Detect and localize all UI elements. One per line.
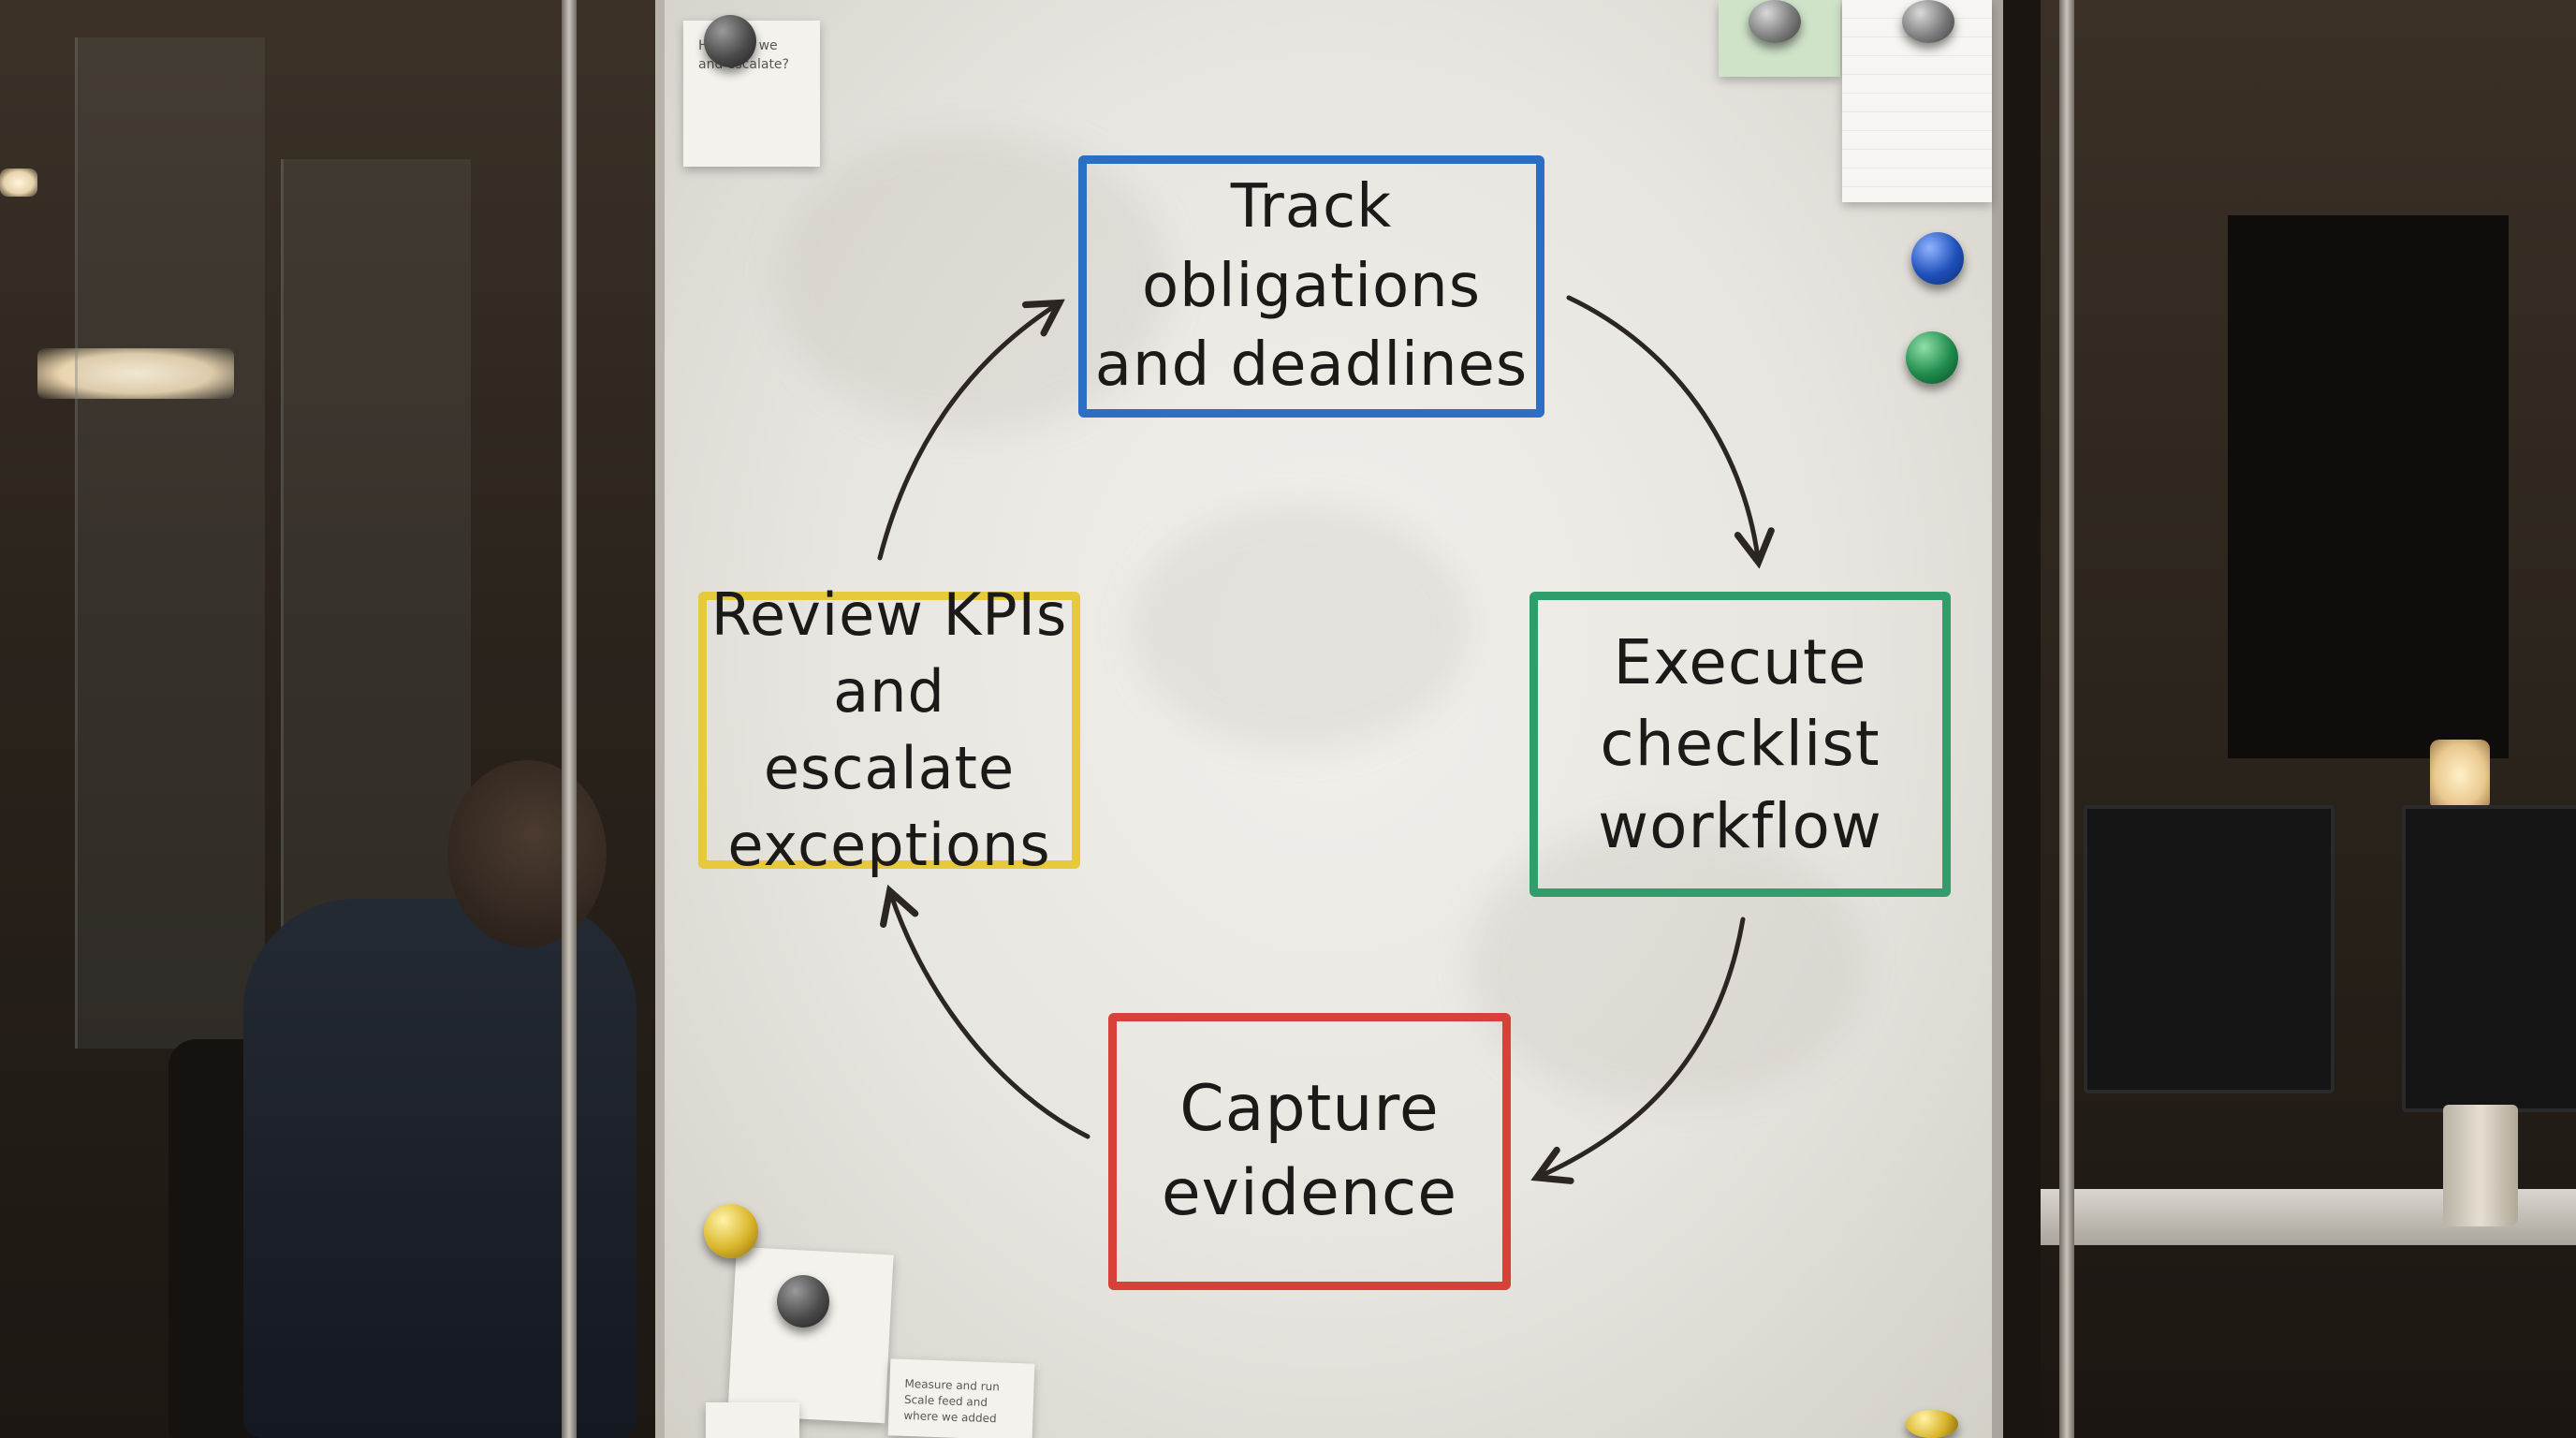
magnet-icon [777, 1275, 829, 1328]
whiteboard [655, 0, 2003, 1438]
node-label: Review KPIs and escalate exceptions [710, 580, 1068, 879]
dark-window [2228, 215, 2509, 758]
magnet-icon [1906, 331, 1958, 384]
sticky-note-bottom-left [727, 1246, 894, 1424]
node-label: Capture evidence [1161, 1072, 1458, 1230]
sticky-note-corner [706, 1402, 799, 1438]
magnet-icon [1902, 0, 1954, 43]
node-label: Track obligations and deadlines [1094, 172, 1529, 401]
node-review-kpis: Review KPIs and escalate exceptions [698, 580, 1080, 879]
sticky-note-bottom: Measure and run Scale feed and where we … [887, 1358, 1035, 1438]
ceiling-light [0, 169, 37, 197]
desk-lamp [2430, 740, 2490, 811]
glass-frame [2059, 0, 2074, 1438]
node-track-obligations: Track obligations and deadlines [1078, 155, 1544, 418]
node-label: Execute checklist workflow [1598, 626, 1882, 862]
sticky-note-text: Measure and run Scale feed and where we … [903, 1376, 1001, 1425]
magnet-icon [1911, 232, 1964, 285]
monitor [2402, 805, 2576, 1112]
person-head [447, 760, 607, 947]
magnet-icon [1749, 0, 1801, 43]
node-capture-evidence: Capture evidence [1108, 1013, 1511, 1290]
magnet-icon [704, 15, 756, 67]
pen-cup [2443, 1105, 2518, 1226]
person [243, 899, 637, 1438]
magnet-icon [1906, 1410, 1958, 1438]
eraser-smudge [1133, 506, 1470, 749]
monitor [2084, 805, 2334, 1093]
ceiling-light [37, 348, 234, 399]
glass-frame [562, 0, 577, 1438]
node-execute-checklist: Execute checklist workflow [1530, 592, 1951, 897]
magnet-icon [704, 1204, 758, 1258]
glass-partition [75, 37, 265, 1049]
